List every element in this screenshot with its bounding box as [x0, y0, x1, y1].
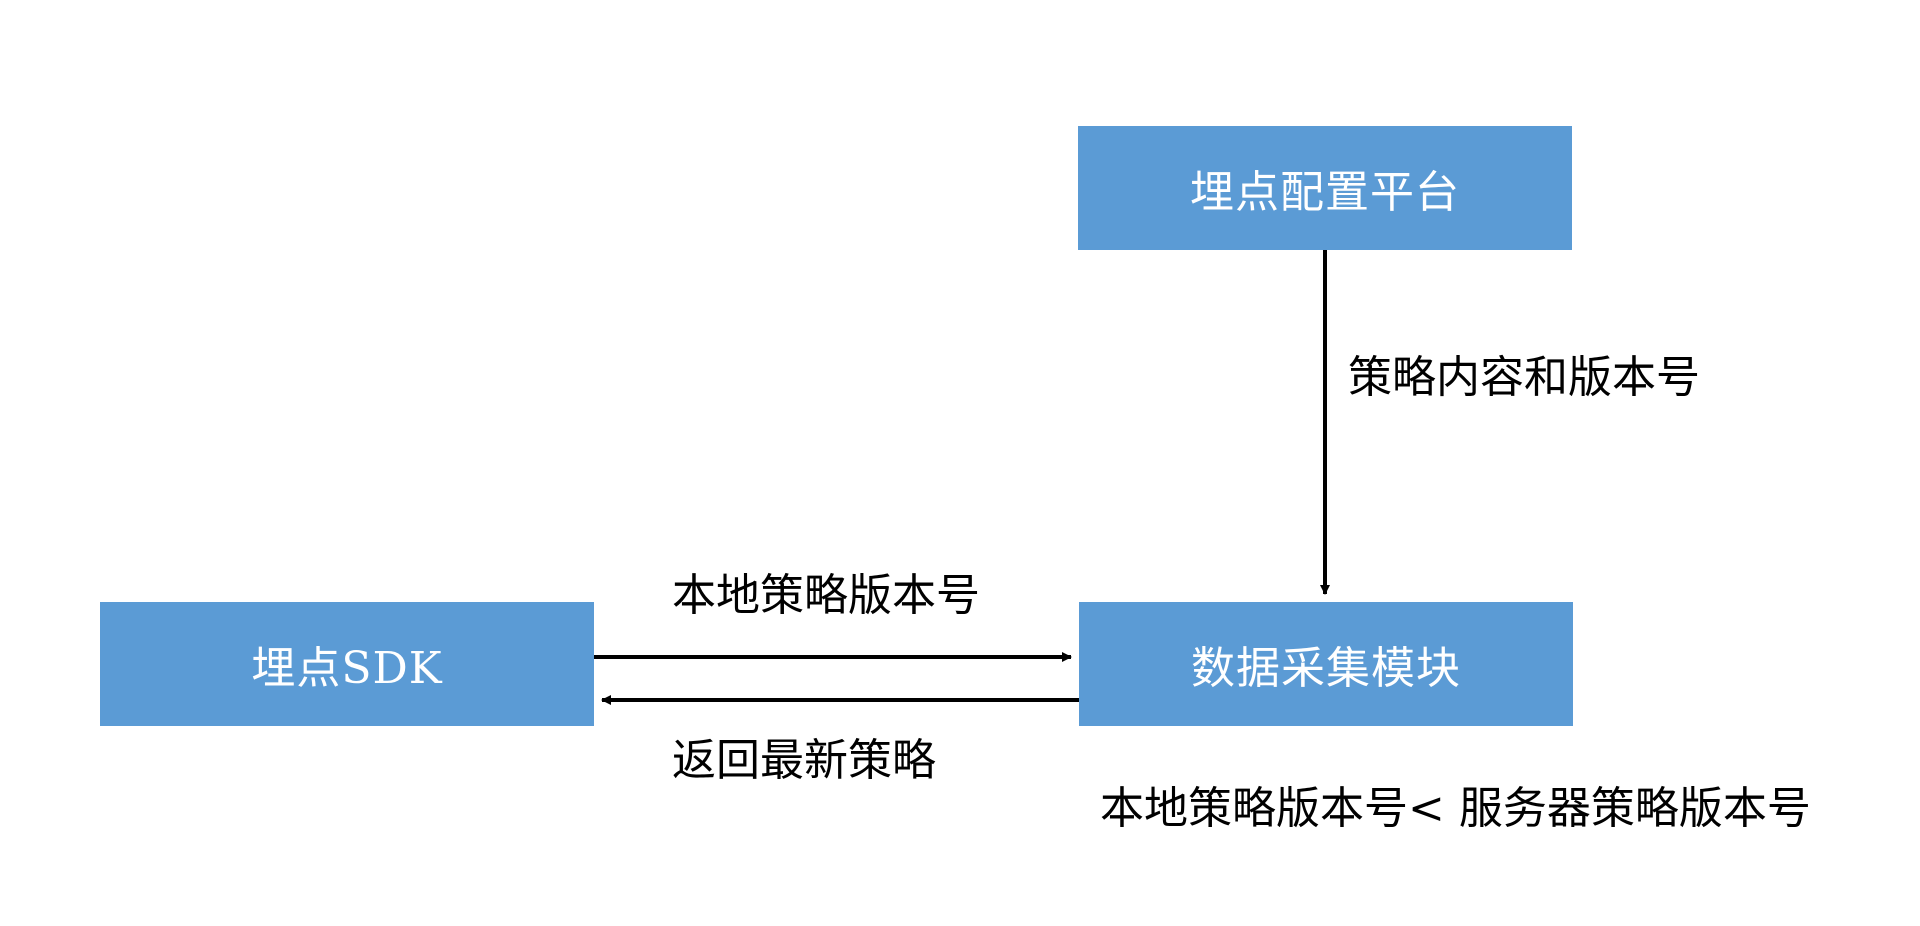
edge-label-local-version: 本地策略版本号 [672, 570, 980, 621]
node-tracking-sdk: 埋点SDK [100, 602, 594, 726]
node-label: 数据采集模块 [1191, 643, 1461, 694]
node-data-collection-module: 数据采集模块 [1079, 602, 1573, 726]
condition-note: 本地策略版本号< 服务器策略版本号 [1100, 783, 1811, 834]
node-tracking-config-platform: 埋点配置平台 [1078, 126, 1572, 250]
node-label: 埋点配置平台 [1190, 167, 1460, 218]
node-label: 埋点SDK [251, 643, 443, 694]
edge-label-return-latest: 返回最新策略 [672, 735, 936, 786]
edge-label-strategy-content: 策略内容和版本号 [1348, 352, 1700, 403]
